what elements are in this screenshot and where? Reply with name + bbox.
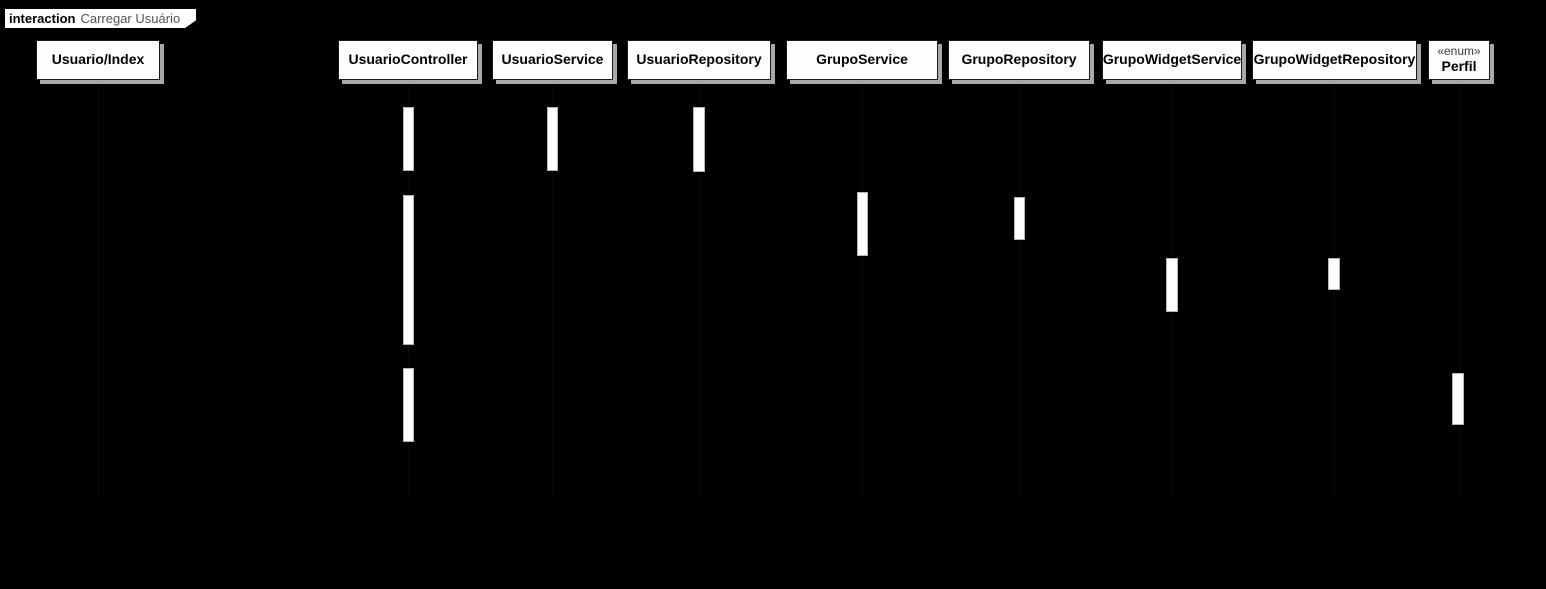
participant-box[interactable]: GrupoWidgetService [1102,40,1242,80]
participant-box[interactable]: GrupoRepository [948,40,1090,80]
participant-name: UsuarioService [501,51,604,68]
participant-name: Perfil [1441,57,1477,74]
lifeline-perfil-enum [1459,80,1460,499]
participant-usuario-repository[interactable]: UsuarioRepository [627,40,775,84]
activation-bar-grupo-widget-service [1166,258,1178,312]
frame-name: Carregar Usuário [80,11,181,26]
participant-box[interactable]: UsuarioController [338,40,478,80]
activation-bar-usuario-controller [403,368,414,442]
participant-grupo-widget-service[interactable]: GrupoWidgetService [1102,40,1246,84]
participant-box[interactable]: «enum»Perfil [1428,40,1490,80]
lifeline-grupo-service [862,80,863,499]
participant-box[interactable]: Usuario/Index [36,40,160,80]
participant-usuario-controller[interactable]: UsuarioController [338,40,482,84]
participant-stereotype: «enum» [1437,44,1481,59]
activation-bar-usuario-service [547,107,558,171]
frame-label: interaction Carregar Usuário [4,8,198,29]
frame-keyword: interaction [9,11,76,26]
participant-name: GrupoWidgetRepository [1253,51,1416,68]
lifeline-usuario-service [552,80,553,499]
participant-name: GrupoService [816,51,908,68]
participant-name: UsuarioRepository [636,51,762,68]
participant-box[interactable]: UsuarioService [492,40,613,80]
activation-bar-usuario-repository [693,107,705,172]
lifeline-usuario-repository [699,80,700,499]
participant-box[interactable]: UsuarioRepository [627,40,771,80]
participant-perfil-enum[interactable]: «enum»Perfil [1428,40,1494,84]
participant-grupo-widget-repository[interactable]: GrupoWidgetRepository [1252,40,1421,84]
activation-bar-usuario-controller [403,195,414,345]
participant-usuario-index[interactable]: Usuario/Index [36,40,164,84]
participant-grupo-repository[interactable]: GrupoRepository [948,40,1094,84]
participant-name: Usuario/Index [51,51,145,68]
participant-box[interactable]: GrupoWidgetRepository [1252,40,1417,80]
lifeline-usuario-index [98,80,99,499]
activation-bar-grupo-widget-repository [1328,258,1340,290]
participant-usuario-service[interactable]: UsuarioService [492,40,617,84]
lifeline-grupo-repository [1019,80,1020,499]
participant-name: GrupoRepository [961,51,1077,68]
activation-bar-perfil-enum [1452,373,1464,425]
participant-box[interactable]: GrupoService [786,40,938,80]
activation-bar-usuario-controller [403,107,414,171]
participant-grupo-service[interactable]: GrupoService [786,40,942,84]
activation-bar-grupo-service [857,192,868,256]
participant-name: UsuarioController [348,51,468,68]
participant-name: GrupoWidgetService [1102,51,1242,68]
activation-bar-grupo-repository [1014,197,1025,240]
